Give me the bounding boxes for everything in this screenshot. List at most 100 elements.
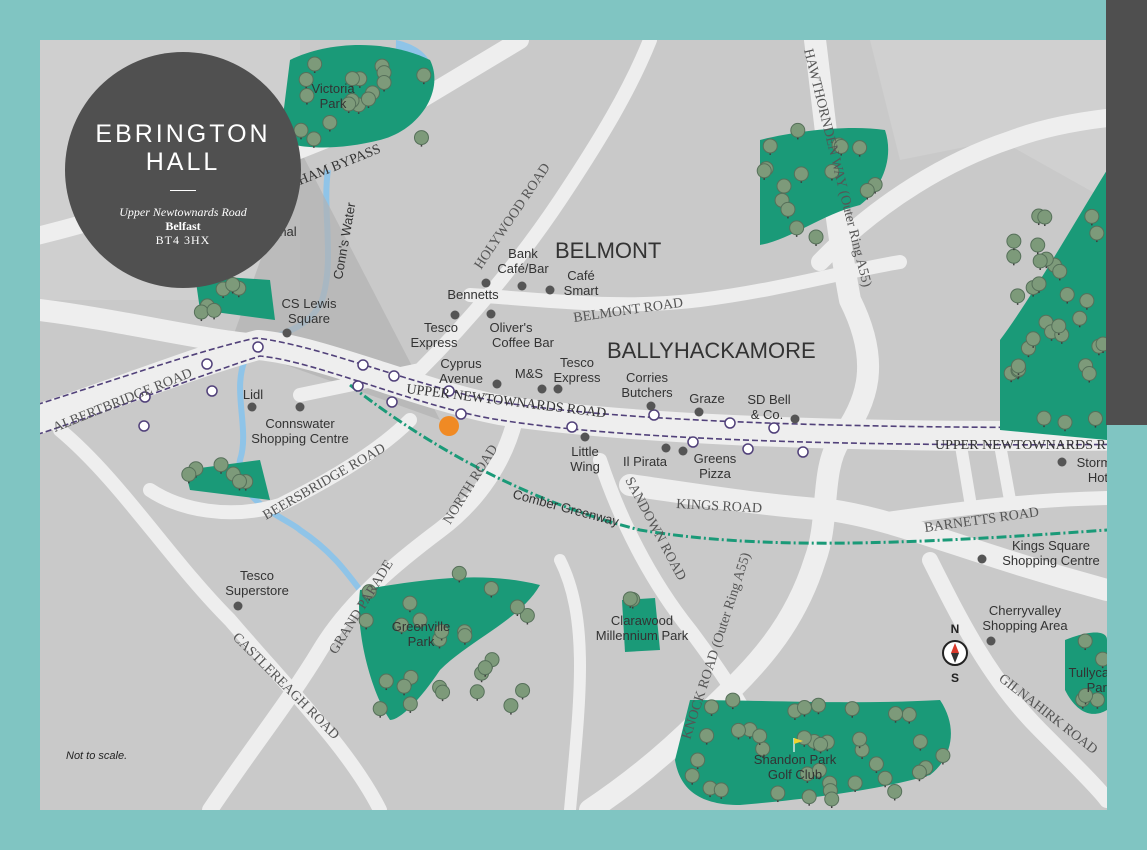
poi-label: Express: [411, 335, 458, 350]
tree-icon: [1036, 410, 1052, 426]
poi-label: Butchers: [621, 385, 673, 400]
poi-dot-icon: [282, 328, 292, 338]
poi-label: Oliver's: [490, 320, 533, 335]
tree-icon: [469, 684, 485, 700]
tree-icon: [193, 304, 209, 320]
poi-label: Café/Bar: [497, 261, 549, 276]
tree-icon: [306, 131, 322, 147]
tree-icon: [801, 789, 817, 805]
tree-icon: [1095, 336, 1107, 352]
route-stop-icon: [724, 417, 736, 429]
tree-icon: [811, 762, 827, 778]
route-stops: [138, 341, 809, 458]
poi-label: Bennetts: [447, 287, 499, 302]
route-stop-icon: [566, 421, 578, 433]
tree-icon: [690, 752, 706, 768]
upper-newtownards-road[interactable]: [20, 330, 1147, 451]
route-stop-icon: [252, 341, 264, 353]
poi-dot-icon: [233, 601, 243, 611]
tree-icon: [810, 697, 826, 713]
castlereagh-road[interactable]: [53, 423, 387, 810]
tree-icon: [322, 115, 338, 131]
side-panel-bar: [1106, 0, 1147, 425]
tree-icon: [181, 466, 197, 482]
poi-dot-icon: [986, 636, 996, 646]
poi-dot-icon: [790, 414, 800, 424]
poi-dot-icon: [553, 384, 563, 394]
development-city: Belfast: [165, 219, 201, 233]
poi-dot-icon: [517, 281, 527, 291]
development-badge: EBRINGTON HALL Upper Newtownards Road Be…: [65, 52, 301, 288]
park-area-southwest[interactable]: [185, 460, 270, 500]
development-title-line1: EBRINGTON: [95, 120, 271, 148]
tree-icon: [457, 628, 473, 644]
tree-icon: [912, 734, 928, 750]
holywood-road[interactable]: [293, 40, 657, 402]
clarawood-park-area[interactable]: [622, 598, 660, 652]
tree-icon: [796, 700, 812, 716]
tree-icon: [213, 457, 229, 473]
golf-flag-icon: [793, 738, 803, 752]
tree-icon: [911, 764, 927, 780]
tree-icon: [1087, 411, 1103, 427]
barnetts-road[interactable]: [873, 491, 1107, 527]
tree-icon: [1057, 414, 1073, 430]
route-stop-icon: [443, 385, 455, 397]
poi-label: Stormont: [1077, 455, 1130, 470]
tree-icon: [790, 122, 806, 138]
tree-icon: [887, 783, 903, 799]
tree-icon: [847, 775, 863, 791]
poi-dot-icon: [537, 384, 547, 394]
route-stop-icon: [201, 358, 213, 370]
poi-label: Bank: [508, 246, 538, 261]
road-network: [20, 40, 1147, 810]
tree-icon: [901, 707, 917, 723]
road-label-kings: KINGS ROAD: [676, 497, 763, 516]
tree-icon: [361, 584, 377, 600]
poi-label: Express: [554, 370, 601, 385]
clarawood-road[interactable]: [554, 554, 586, 810]
road-northeast[interactable]: [811, 109, 1107, 271]
beersbridge-road[interactable]: [143, 413, 417, 520]
tree-icon: [776, 178, 792, 194]
tree-icon: [434, 624, 450, 640]
location-marker[interactable]: [439, 416, 459, 436]
poi-dot-icon: [492, 379, 502, 389]
tree-icon: [519, 607, 535, 623]
tree-icon: [307, 56, 323, 72]
tree-icon: [796, 730, 812, 746]
poi-label: Cyprus: [440, 356, 482, 371]
tree-icon: [780, 201, 796, 217]
area-label-ballyhackamore: BALLYHACKAMORE: [607, 338, 816, 363]
tree-icon: [378, 673, 394, 689]
tree-icon: [824, 163, 840, 179]
tree-icon: [704, 699, 720, 715]
tree-icon: [451, 565, 467, 581]
comber-greenway[interactable]: [349, 383, 1107, 545]
development-address: Upper Newtownards Road: [119, 205, 247, 219]
tree-icon: [770, 785, 786, 801]
tree-icon: [298, 72, 314, 88]
poi-label: Pizza: [699, 466, 732, 481]
tree-icon: [1084, 208, 1100, 224]
park-area-north[interactable]: [760, 128, 889, 245]
tree-icon: [1078, 687, 1094, 703]
gilnahirk-road[interactable]: [922, 552, 1107, 808]
tree-icon: [1077, 633, 1093, 649]
tree-icon: [1031, 276, 1047, 292]
kings-road[interactable]: [619, 474, 1107, 601]
route-stop-icon: [742, 443, 754, 455]
side-streets[interactable]: [954, 434, 1016, 506]
park-area-east[interactable]: [1000, 170, 1107, 440]
tree-icon: [358, 612, 374, 628]
poi-label: Greens: [694, 451, 737, 466]
route-stop-icon: [138, 420, 150, 432]
tree-icon: [713, 782, 729, 798]
park-label-clarawood-l2: Millennium Park: [596, 628, 689, 643]
tree-icon: [833, 139, 849, 155]
park-label-greenville-l1: Greenville: [392, 619, 451, 634]
tree-icon: [416, 67, 432, 83]
tree-icon: [206, 302, 222, 318]
